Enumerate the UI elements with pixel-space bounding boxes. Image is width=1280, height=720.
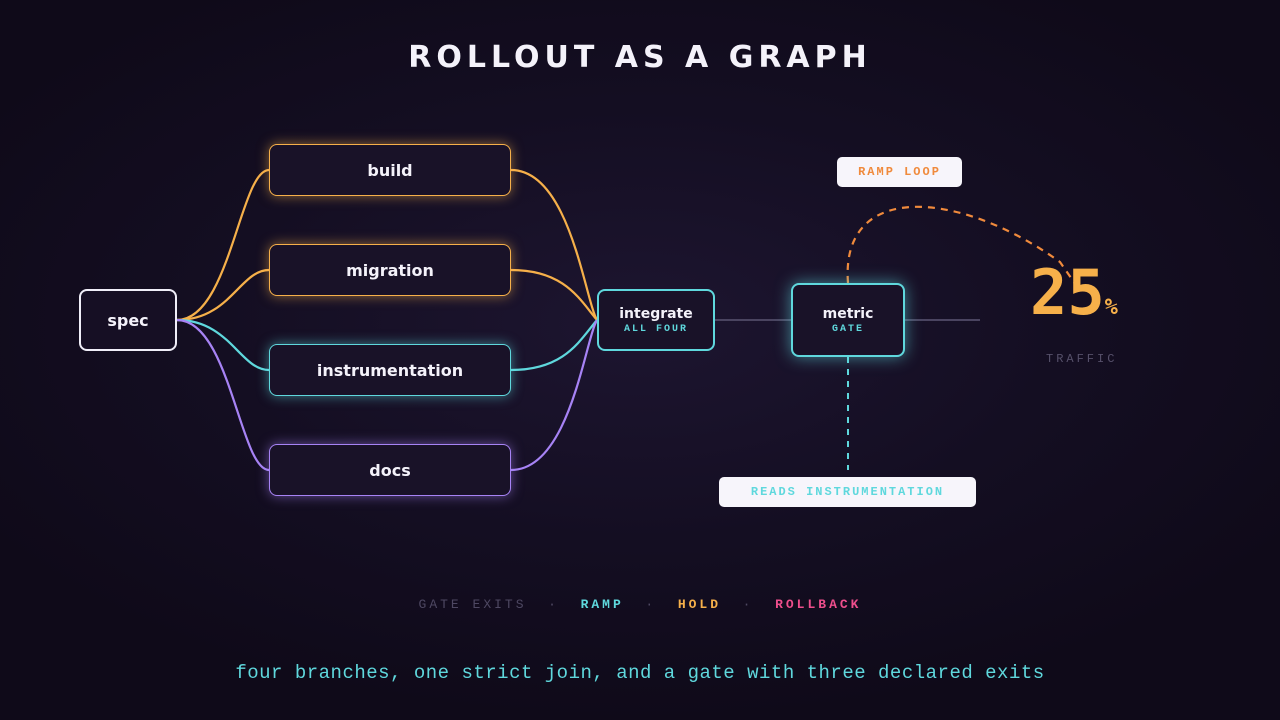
separator: · [548,597,559,612]
node-instrumentation-label: instrumentation [316,360,464,380]
edge-build-integrate [510,168,598,321]
separator: · [645,597,657,612]
edge-instrumentation-integrate [510,319,598,372]
exit-rollback: ROLLBACK [775,597,862,612]
reads-instrumentation-tag: READS INSTRUMENTATION [719,477,976,507]
edge-spec-build [176,168,270,322]
node-metric-gate[interactable]: metric GATE [791,283,905,357]
node-docs-label: docs [369,460,411,480]
separator: · [742,597,754,612]
traffic-percentage: 25% [1030,256,1118,329]
ramp-loop-arc [846,205,1079,289]
node-build-label: build [367,160,413,180]
traffic-value: 25 [1030,256,1105,329]
edge-docs-integrate [510,319,598,472]
caption: four branches, one strict join, and a ga… [235,662,1045,684]
traffic-unit: % [1104,295,1118,320]
node-spec[interactable]: spec [79,289,177,351]
node-docs[interactable]: docs [269,444,511,496]
exit-hold: HOLD [677,597,722,612]
node-integrate-sublabel: ALL FOUR [623,323,688,335]
ramp-loop-tag: RAMP LOOP [837,157,962,187]
node-instrumentation[interactable]: instrumentation [269,344,511,396]
node-metric-sublabel: GATE [831,323,864,335]
node-build[interactable]: build [269,144,511,196]
page-title: ROLLOUT AS A GRAPH [408,40,872,75]
gate-exits-legend: GATE EXITS · RAMP · HOLD · ROLLBACK [0,597,1280,612]
exit-ramp: RAMP [580,597,624,612]
gate-exits-lead: GATE EXITS [418,597,527,612]
edge-spec-instrumentation [176,318,270,372]
node-integrate[interactable]: integrate ALL FOUR [597,289,715,351]
node-integrate-label: integrate [619,305,693,322]
node-metric-label: metric [822,305,874,322]
edge-spec-migration [176,268,270,322]
edge-migration-integrate [510,268,598,321]
edge-spec-docs [176,318,270,472]
node-spec-label: spec [107,310,149,330]
node-migration[interactable]: migration [269,244,511,296]
traffic-label: TRAFFIC [1046,352,1118,366]
node-migration-label: migration [346,260,434,280]
